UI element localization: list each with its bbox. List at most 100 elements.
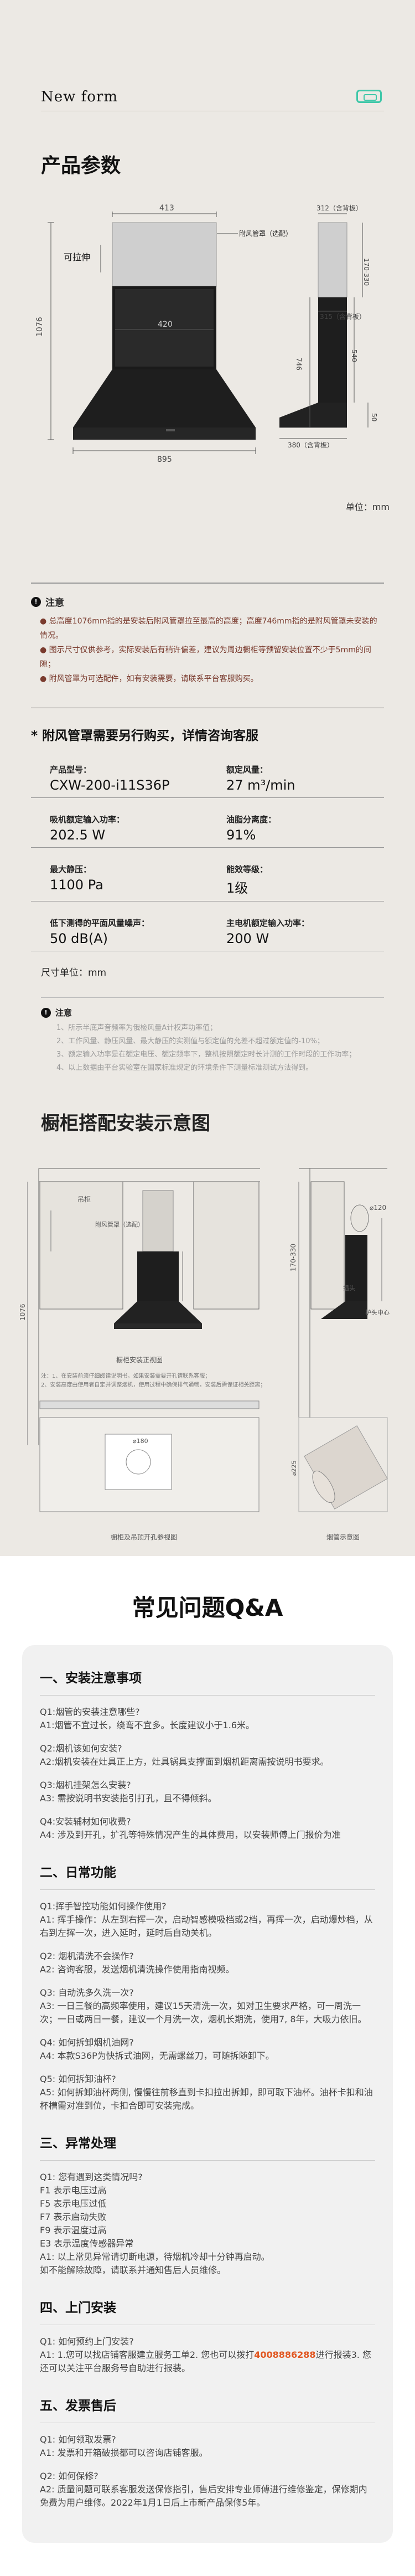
spec-value: 91% — [226, 827, 256, 843]
product-spec-section: New form 产品参数 — [0, 0, 415, 1556]
phone-link[interactable]: 4008886288 — [254, 2350, 316, 2360]
size-unit: 尺寸单位：mm — [41, 967, 107, 978]
install-dim: ⌀180 — [133, 1438, 148, 1445]
qa-title: 常见问题Q&A — [132, 1594, 283, 1621]
install-warn2: 2、安装高度由使用者自定并调整烟机，使用过程中确保排气通畅，安装后需保证相关距离… — [41, 1381, 266, 1388]
install-socket-label: 护头中心 — [365, 1308, 390, 1316]
qa-answer: F1 表示电压过高 F5 表示电压过低 F7 表示启动失败 F9 表示温度过高 … — [40, 2185, 270, 2275]
spec-note: 2、工作风量、静压风量、最大静压的实测值与额定值的允差不超过额定值的-10%； — [56, 1037, 324, 1045]
hood-side-view — [279, 222, 347, 428]
qa-question: Q2: 如何保修? — [40, 2471, 98, 2481]
qa-question: Q5: 如何拆卸油杯? — [40, 2074, 116, 2084]
qa-question: Q1: 如何预约上门安装? — [40, 2336, 134, 2347]
qa-card: 一、安装注意事项 Q1:烟管的安装注意哪些? A1:烟管不宜过长，绕弯不宜多。长… — [22, 1645, 393, 2543]
qa-section-title: 二、日常功能 — [40, 1866, 116, 1880]
dim-413: 413 — [159, 204, 174, 213]
dim-380: 380（含背板） — [288, 441, 334, 449]
toggle-switch-icon[interactable] — [356, 90, 382, 103]
qa-divider — [40, 1889, 375, 1890]
dim-895: 895 — [157, 455, 172, 464]
spec-model: 产品型号： CXW-200-i11S36P — [31, 760, 208, 798]
install-diagram: 1076 170-330 ⌀120 吊柜 附风管罩（选配） 插头 护头中心 橱柜… — [0, 1157, 415, 1556]
install-pipe — [142, 1190, 174, 1252]
install-title: 橱柜搭配安装示意图 — [41, 1112, 210, 1135]
spec-value: 202.5 W — [50, 827, 106, 843]
spec-label: 低下测得的平面风量噪声： — [50, 918, 150, 928]
qa-answer-text: 进行报装3. 您还可以关注平台服务号自助进行报装。 — [40, 2350, 371, 2373]
qa-question: Q4:安装辅材如何收费? — [40, 1816, 131, 1827]
spec-airflow: 额定风量： 27 m³/min — [208, 760, 384, 798]
dim-746: 746 — [295, 358, 303, 370]
qa-question: Q1: 您有遇到这类情况吗? — [40, 2172, 143, 2182]
qa-answer: A1: 发票和开箱破损都可以咨询店铺客服。 — [40, 2448, 208, 2458]
install-caption-right: 烟管示意图 — [326, 1533, 360, 1541]
hood-front-view — [73, 222, 256, 440]
note-text: 图示尺寸仅供参考，实际安装后有稍许偏差，建议为周边橱柜等预留安装位置不少于5mm… — [40, 646, 371, 669]
install-warn: 注：1、在安装前须仔细阅读说明书，如果安装需要开孔请联系客服； — [41, 1372, 210, 1379]
spec-label: 油脂分离度： — [226, 815, 277, 825]
spec-label: 吸机额定输入功率： — [50, 815, 125, 825]
qa-question: Q3:烟机挂架怎么安装? — [40, 1780, 131, 1790]
qa-question: Q1:挥手智控功能如何操作使用? — [40, 1901, 167, 1912]
spec-value: 50 dB(A) — [50, 931, 108, 946]
install-dim: 170-330 — [289, 1244, 297, 1271]
spec-motor: 主电机额定输入功率：200 W — [208, 914, 384, 951]
qa-question: Q2: 烟机清洗不会操作? — [40, 1951, 134, 1961]
qa-divider — [40, 1695, 375, 1696]
spec-label: 最大静压： — [50, 864, 92, 874]
dim-1076: 1076 — [35, 317, 44, 337]
spec-note: 3、额定输入功率是在额定电压、额定频率下，整机按照额定时长计测的工作时段的工作功… — [56, 1050, 356, 1059]
notes-heading: ! 注意 — [31, 595, 384, 609]
install-hood-side — [321, 1204, 369, 1319]
install-pipe-label: 附风管罩（选配） — [95, 1220, 144, 1228]
dim-420: 420 — [158, 320, 173, 329]
spec-pressure: 最大静压：1100 Pa — [31, 860, 208, 901]
top-bar: New form — [0, 0, 415, 111]
spec-value: 200 W — [226, 931, 269, 946]
note-item: ● 总高度1076mm指的是安装后附风管罩拉至最高的高度；高度746mm指的是附… — [40, 617, 377, 640]
qa-answer: A4: 涉及到开孔，扩孔等特殊情况产生的具体费用，以安装师傅上门报价为准 — [40, 1830, 341, 1840]
spec-power: 吸机额定输入功率： 202.5 W — [31, 810, 208, 848]
info-icon: ! — [31, 596, 41, 607]
notes-heading-text: 注意 — [45, 597, 64, 609]
spec-grease: 油脂分离度： 91% — [208, 810, 384, 848]
qa-question: Q1:烟管的安装注意哪些? — [40, 1707, 140, 1717]
qa-section: 常见问题Q&A 一、安装注意事项 Q1:烟管的安装注意哪些? A1:烟管不宜过长… — [0, 1556, 415, 2576]
qa-section-title: 一、安装注意事项 — [40, 1671, 142, 1686]
install-dim: ⌀120 — [370, 1204, 386, 1212]
install-caption-left: 橱柜安装正视图 — [116, 1356, 163, 1364]
spec-notes-heading: ! 注意 — [41, 1007, 384, 1018]
qa-question: Q1: 如何领取发票? — [40, 2434, 116, 2445]
qa-answer: A5: 如何拆卸油杯两侧, 慢慢往前移直到卡扣拉出拆卸，即可取下油杯。油杯卡扣和… — [40, 2087, 373, 2111]
qa-answer: A3: 一日三餐的高频率使用，建议15天清洗一次，如对卫生要求严格，可一周洗一次… — [40, 2001, 367, 2024]
qa-answer: A4: 本款S36P为快拆式油网，无需螺丝刀，可随拆随卸下。 — [40, 2051, 274, 2061]
bottom-spacer — [0, 2543, 415, 2576]
install-cabinet-label: 吊柜 — [77, 1196, 91, 1203]
spec-grid: 产品型号： CXW-200-i11S36P 额定风量： 27 m³/min 吸机额定… — [31, 760, 384, 951]
install-dim: 1076 — [19, 1304, 27, 1321]
note-item: ● 图示尺寸仅供参考，实际安装后有稍许偏差，建议为周边橱柜等预留安装位置不少于5… — [40, 646, 371, 669]
install-plug-label: 插头 — [343, 1284, 355, 1292]
unit-label: 单位：mm — [345, 502, 390, 512]
spec-value: CXW-200-i11S36P — [50, 777, 170, 793]
qa-answer-text: A1: 1.您可以找店铺客服建立服务工单2. 您也可以拨打 — [40, 2350, 255, 2360]
spec-value: 27 m³/min — [226, 777, 295, 793]
dim-315: 315（含背板） — [320, 312, 366, 321]
note-text: 总高度1076mm指的是安装后附风管罩拉至最高的高度；高度746mm指的是附风管… — [40, 617, 377, 640]
note-text: 附风管罩为可选配件，如有安装需要，请联系平台客服购买。 — [49, 674, 258, 683]
params-title: 产品参数 — [41, 154, 121, 177]
dim-540: 540 — [350, 349, 358, 362]
qa-question: Q3: 自动洗多久洗一次? — [40, 1987, 134, 1998]
spec-noise: 低下测得的平面风量噪声： 50 dB(A) — [31, 914, 208, 951]
spec-label: 额定风量： — [226, 765, 268, 775]
spec-notes-heading-text: 注意 — [55, 1008, 72, 1018]
qa-question: Q4: 如何拆卸烟机油网? — [40, 2037, 134, 2048]
dim-312: 312（含背板） — [317, 204, 362, 212]
qa-answer: A1: 1.您可以找店铺客服建立服务工单2. 您也可以拨打4008886288进… — [40, 2348, 375, 2375]
install-hood — [114, 1251, 202, 1329]
label-extend: 可拉伸 — [64, 252, 90, 262]
info-icon: ! — [41, 1007, 51, 1018]
spec-label: 产品型号： — [50, 765, 92, 775]
spec-notes: ! 注意 1、所示半底声音频率为俄检风量A计权声功率值； 2、工作风量、静压风量… — [41, 997, 384, 1075]
